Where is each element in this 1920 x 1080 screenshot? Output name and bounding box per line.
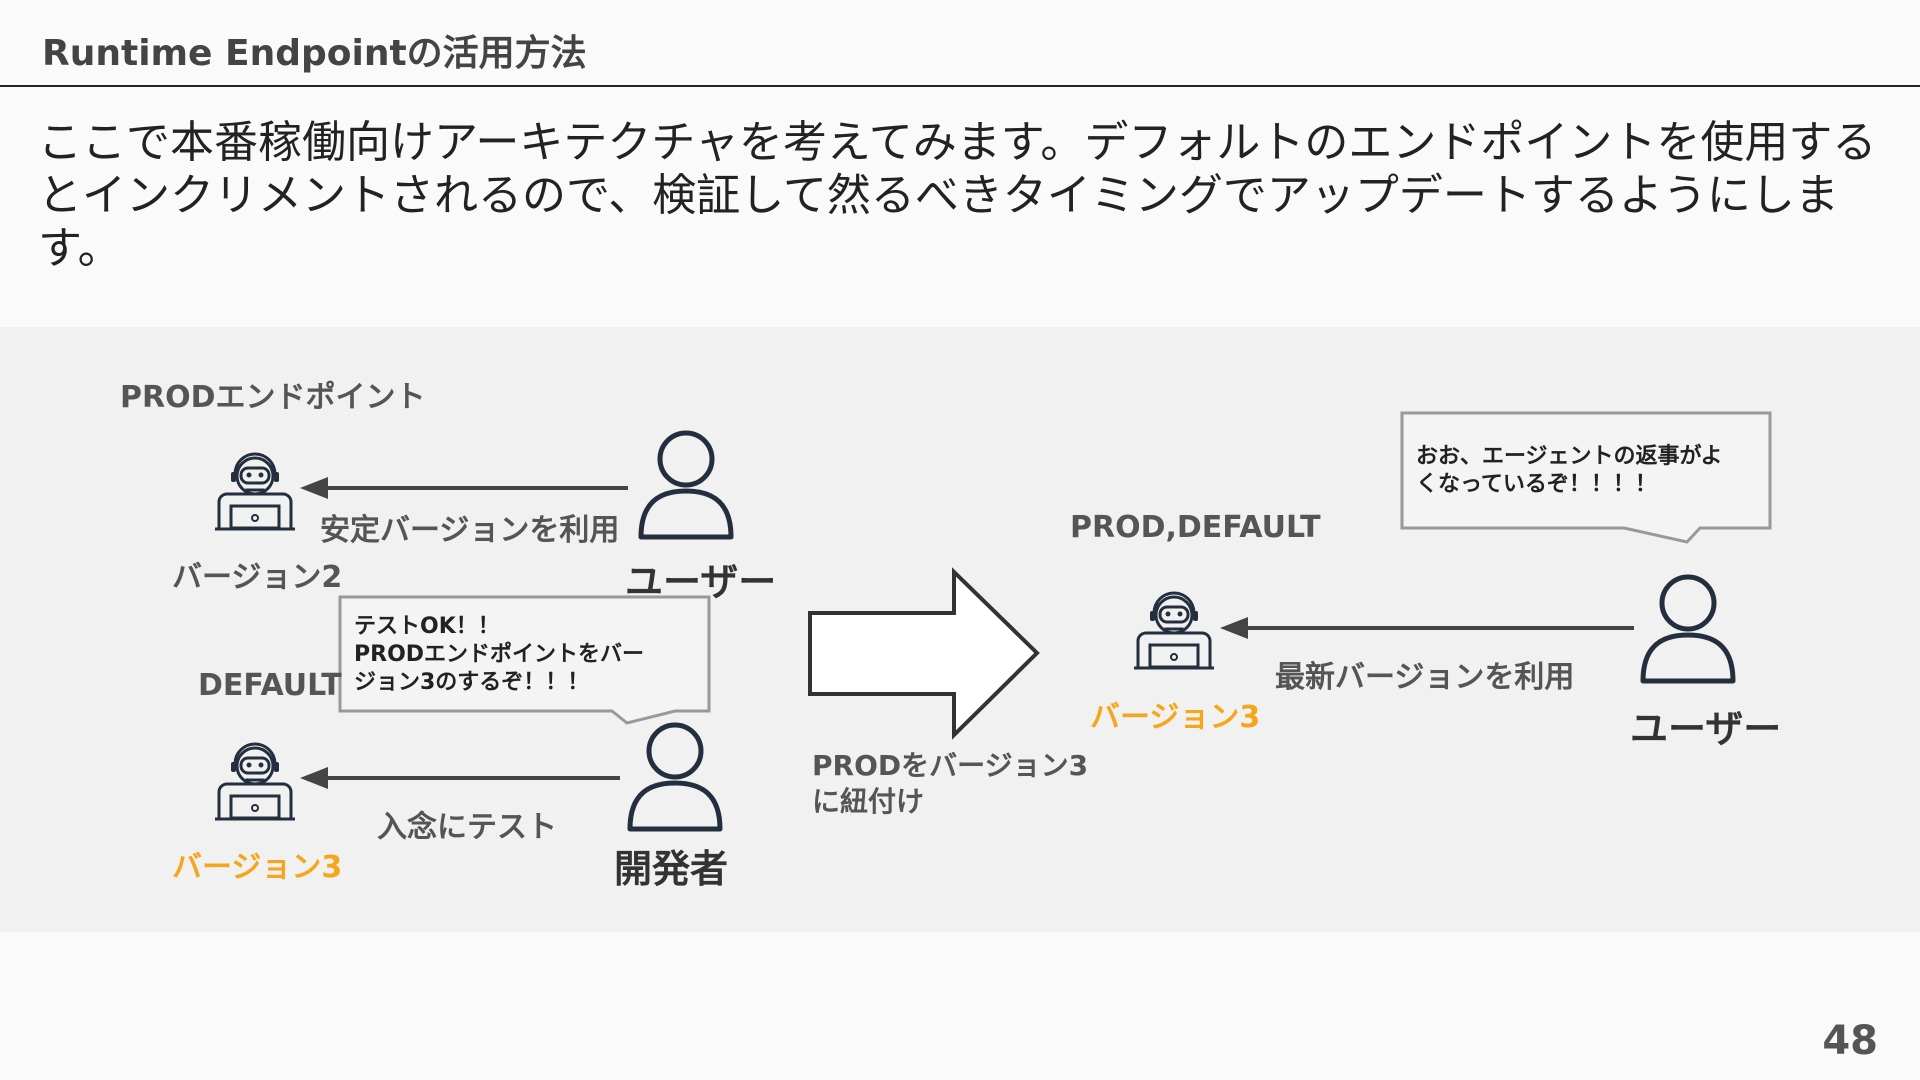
transition-caption: PRODをバージョン3 に紐付け — [812, 748, 1088, 820]
page-number: 48 — [1822, 1018, 1878, 1064]
prod-endpoint-label: PRODエンドポイント — [120, 380, 426, 415]
user-to-agent-arrowhead — [1220, 617, 1248, 639]
transition-line1: PRODをバージョン3 — [812, 749, 1089, 782]
user-bubble-line2: くなっているぞ！！！！ — [1416, 472, 1657, 497]
developer-bubble-line1: テストOK！！ — [354, 614, 500, 639]
prod-agent-version: バージョン2 — [172, 560, 343, 595]
developer-bubble-line2: PRODエンドポイントをバー — [354, 642, 645, 667]
user-person-icon-right — [1643, 577, 1733, 681]
user-action-label-right: 最新バージョンを利用 — [1275, 660, 1575, 695]
default-agent-robot-icon — [213, 742, 297, 821]
user-to-prod-arrowhead — [300, 477, 328, 499]
default-label: DEFAULT — [198, 668, 342, 703]
user-person-icon-left — [641, 433, 731, 537]
user-label-right: ユーザー — [1630, 707, 1782, 751]
developer-to-default-arrowhead — [300, 767, 328, 789]
developer-person-icon — [630, 725, 720, 829]
transition-arrow — [808, 567, 1040, 740]
developer-label: 開発者 — [614, 847, 729, 891]
prod-agent-robot-icon — [213, 452, 297, 531]
developer-speech-bubble — [338, 595, 711, 725]
prod-default-label: PROD,DEFAULT — [1070, 510, 1321, 545]
user-label-left: ユーザー — [625, 560, 777, 604]
user-bubble-text: おお、エージェントの返事がよ くなっているぞ！！！！ — [1416, 443, 1722, 499]
developer-bubble-line3: ジョン3のするぞ！！！ — [354, 670, 590, 695]
slide-header: Runtime Endpointの活用方法 — [0, 0, 1920, 87]
intro-paragraph: ここで本番稼働向けアーキテクチャを考えてみます。デフォルトのエンドポイントを使用… — [38, 117, 1877, 274]
slide-title: Runtime Endpointの活用方法 — [42, 33, 587, 74]
prod-default-agent-robot-icon — [1132, 591, 1216, 670]
right-agent-version: バージョン3 — [1090, 700, 1261, 735]
user-action-label-left: 安定バージョンを利用 — [320, 513, 620, 548]
default-agent-version: バージョン3 — [172, 850, 343, 885]
developer-bubble-text: テストOK！！ PRODエンドポイントをバー ジョン3のするぞ！！！ — [354, 613, 644, 697]
user-bubble-line1: おお、エージェントの返事がよ — [1416, 444, 1723, 469]
user-speech-bubble — [1400, 411, 1772, 544]
developer-action-label: 入念にテスト — [377, 810, 557, 845]
transition-line2: に紐付け — [812, 785, 925, 818]
